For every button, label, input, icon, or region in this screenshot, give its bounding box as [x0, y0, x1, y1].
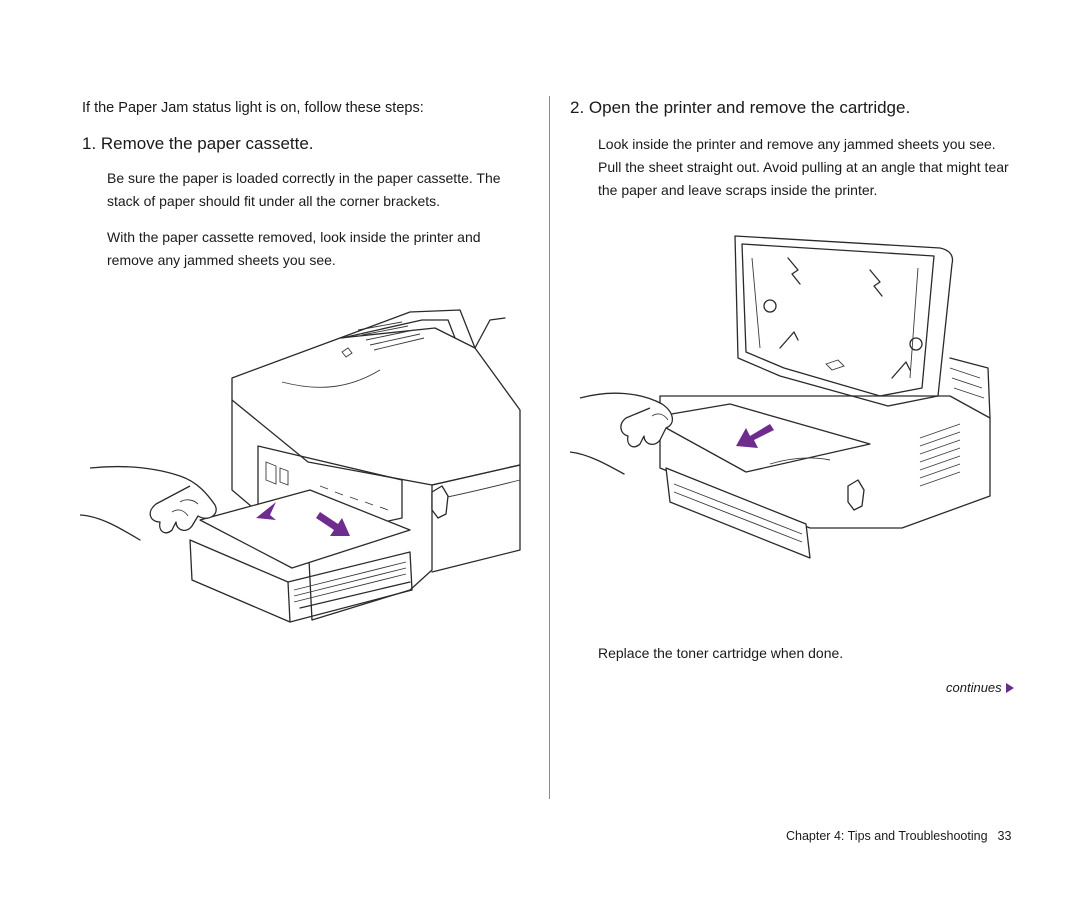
- step2-paragraph-1: Look inside the printer and remove any j…: [598, 136, 1009, 198]
- intro-text: If the Paper Jam status light is on, fol…: [82, 100, 424, 116]
- page-number: 33: [997, 829, 1012, 843]
- illustration-open-printer: [570, 235, 991, 559]
- page-footer: Chapter 4: Tips and Troubleshooting 33: [786, 829, 1011, 843]
- column-divider: [549, 96, 550, 799]
- continue-triangle-icon: [1005, 683, 1014, 693]
- footer-chapter: Chapter 4: Tips and Troubleshooting: [786, 829, 988, 843]
- step2-caption: Replace the toner cartridge when done.: [598, 645, 844, 661]
- step1-title: 1. Remove the paper cassette.: [82, 134, 314, 153]
- step2-title: 2. Open the printer and remove the cartr…: [570, 98, 911, 117]
- step1-paragraph-1: Be sure the paper is loaded correctly in…: [107, 170, 501, 209]
- continues-indicator: continues: [946, 680, 1014, 695]
- step1-paragraph-2: With the paper cassette removed, look in…: [107, 229, 481, 268]
- illustration-remove-cassette: [80, 309, 521, 623]
- continues-label: continues: [946, 680, 1002, 695]
